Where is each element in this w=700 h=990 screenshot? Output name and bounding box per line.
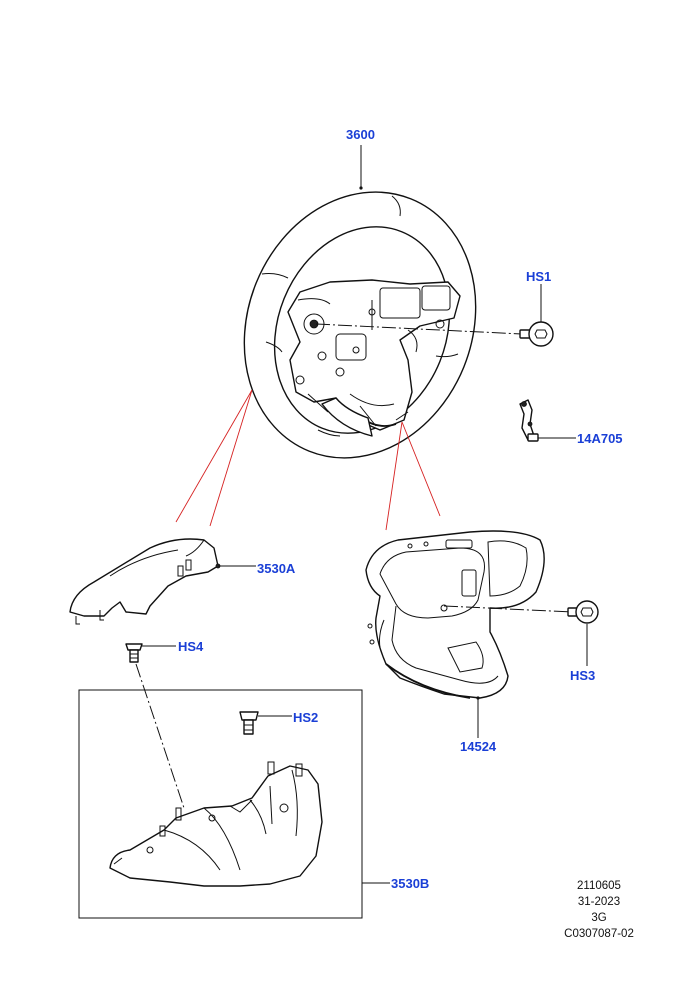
screw-hs4[interactable] — [125, 643, 143, 663]
callout-3530b[interactable]: 3530B — [391, 876, 430, 891]
reference-line-1: 2110605 — [577, 880, 621, 892]
reference-line-3: 3G — [591, 912, 607, 924]
reference-line-2: 31-2023 — [577, 896, 621, 908]
upper-column-shroud-3530a[interactable] — [69, 538, 221, 625]
screw-hs2[interactable] — [239, 711, 259, 735]
steering-wheel-3600[interactable] — [205, 157, 515, 493]
reference-block: 2110605 31-2023 3G C0307087-02 — [554, 878, 644, 942]
callout-3600[interactable]: 3600 — [346, 127, 375, 142]
callout-14524[interactable]: 14524 — [460, 739, 497, 754]
bolt-hs1[interactable] — [519, 321, 554, 347]
connector-14a705[interactable] — [519, 399, 539, 442]
lower-shroud-group-box — [78, 689, 363, 919]
callout-14a705[interactable]: 14A705 — [577, 431, 623, 446]
bolt-hs3[interactable] — [567, 600, 599, 624]
callout-3530a[interactable]: 3530A — [257, 561, 296, 576]
callout-hs2[interactable]: HS2 — [293, 710, 319, 725]
callout-hs1[interactable]: HS1 — [526, 269, 552, 284]
steering-wheel-trim-14524[interactable] — [365, 530, 545, 699]
reference-line-4: C0307087-02 — [564, 928, 634, 940]
callout-hs3[interactable]: HS3 — [570, 668, 596, 683]
callout-hs4[interactable]: HS4 — [178, 639, 204, 654]
lower-column-shroud-3530b[interactable] — [109, 761, 323, 887]
